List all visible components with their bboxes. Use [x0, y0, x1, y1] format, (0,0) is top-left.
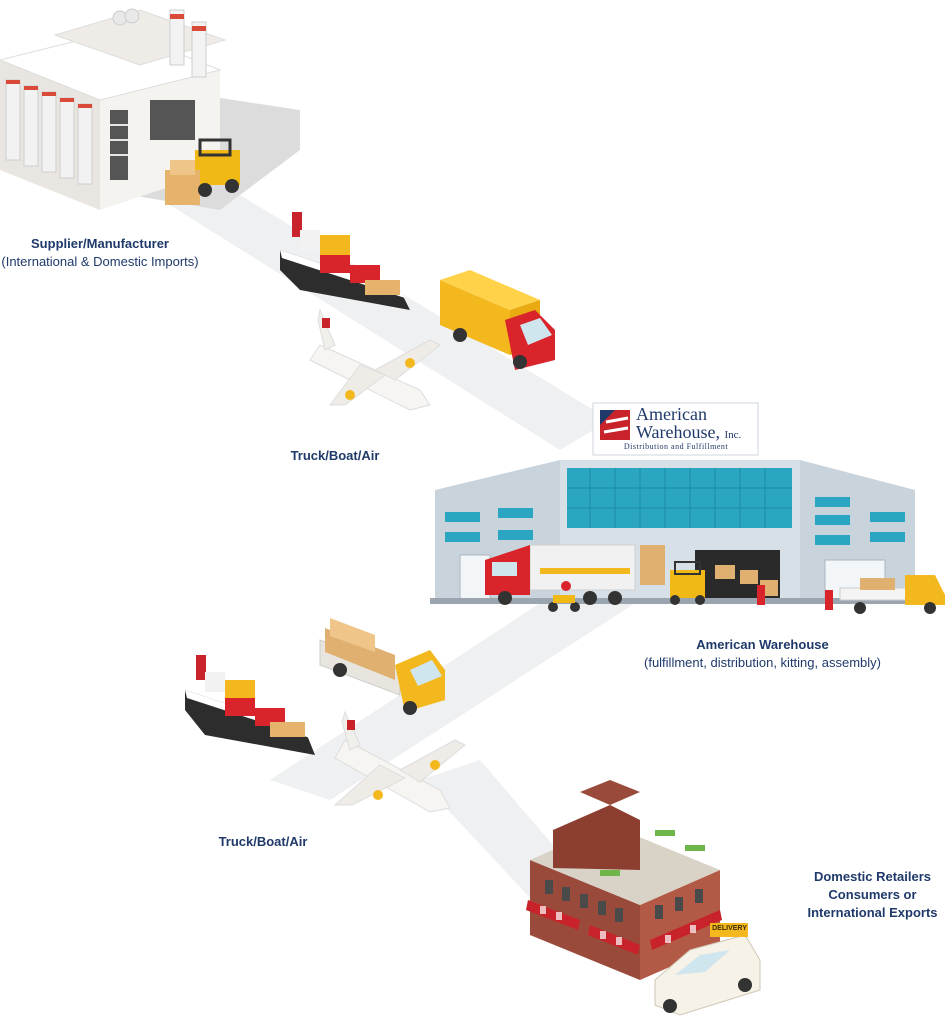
airplane-illustration-1: [309, 308, 441, 411]
supplier-subtitle: (International & Domestic Imports): [1, 254, 199, 269]
logo-suffix: Inc.: [724, 429, 742, 441]
destination-line-3: International Exports: [807, 905, 938, 920]
logo-line-2: Warehouse,: [636, 422, 721, 442]
warehouse-title: American Warehouse: [696, 637, 829, 652]
factory-illustration: [0, 8, 300, 210]
retail-building-illustration: [526, 780, 761, 1016]
transport-title-1: Truck/Boat/Air: [290, 448, 380, 463]
airplane-illustration-2: [333, 710, 466, 813]
delivery-sign: DELIVERY: [712, 925, 747, 932]
destination-label: Domestic Retailers Consumers or Internat…: [800, 868, 945, 922]
cargo-ship-illustration-2: [185, 655, 315, 755]
company-logo: American Warehouse, Inc.: [636, 405, 760, 443]
warehouse-label: American Warehouse (fulfillment, distrib…: [610, 636, 915, 672]
transport-title-2: Truck/Boat/Air: [218, 834, 308, 849]
logo-tagline: Distribution and Fulfillment: [623, 442, 729, 451]
transport-label-1: Truck/Boat/Air: [270, 447, 400, 465]
supplier-label: Supplier/Manufacturer (International & D…: [0, 235, 200, 271]
supplier-title: Supplier/Manufacturer: [31, 236, 169, 251]
destination-line-2: Consumers or: [828, 887, 917, 902]
cargo-ship-illustration-1: [280, 212, 410, 310]
transport-label-2: Truck/Boat/Air: [198, 833, 328, 851]
warehouse-illustration: [430, 402, 945, 614]
box-truck-illustration-1: [440, 270, 555, 370]
flatbed-truck-illustration-2: [319, 618, 445, 715]
logo-line-1: American: [636, 404, 707, 424]
warehouse-subtitle: (fulfillment, distribution, kitting, ass…: [644, 655, 881, 670]
destination-line-1: Domestic Retailers: [813, 869, 932, 884]
